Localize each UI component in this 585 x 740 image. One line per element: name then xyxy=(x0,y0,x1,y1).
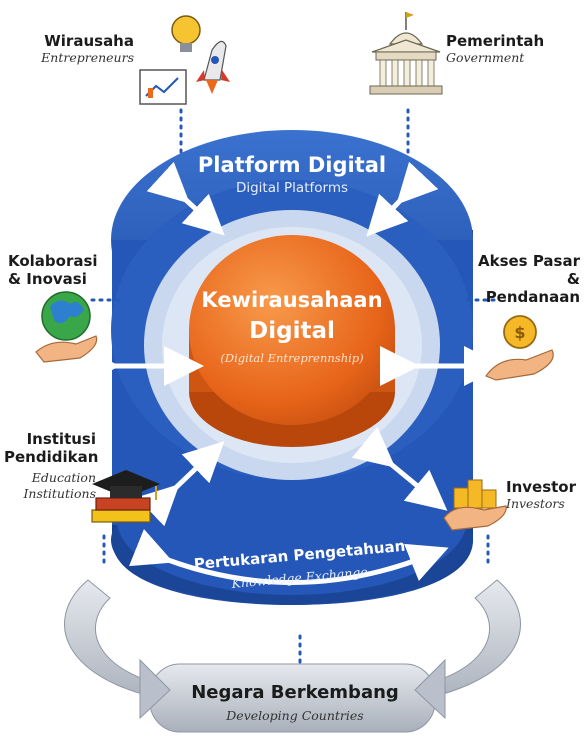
label-entrepreneurs: Wirausaha Entrepreneurs xyxy=(24,32,134,66)
arrow-top-right xyxy=(366,161,439,237)
center-title-line1: Kewirausahaan xyxy=(201,288,382,312)
lightbulb-rocket-icon xyxy=(139,15,230,105)
platform-subtitle: Digital Platforms xyxy=(236,180,348,196)
collaboration-title-line2: & Inovasi xyxy=(8,270,87,288)
entrepreneurs-title: Wirausaha xyxy=(44,32,134,50)
coin-hand-icon: $ xyxy=(485,315,554,381)
center-title-line2: Digital xyxy=(249,318,335,344)
market-title-line2: Pendanaan xyxy=(485,288,580,306)
education-title-line1: Institusi xyxy=(26,430,96,448)
dotted-connectors xyxy=(90,108,496,666)
education-subtitle-line2: Institutions xyxy=(23,486,96,501)
government-building-icon xyxy=(369,12,443,95)
label-investor: Investor Investors xyxy=(506,478,581,512)
label-market: Akses Pasar & Pendanaan xyxy=(460,252,580,306)
entrepreneurs-subtitle: Entrepreneurs xyxy=(41,50,134,65)
education-subtitle-line1: Education xyxy=(31,470,96,485)
label-collaboration: Kolaborasi & Inovasi xyxy=(8,252,118,288)
graduation-cap-books-icon xyxy=(91,470,160,523)
platform-title: Platform Digital xyxy=(198,153,386,177)
arrow-top-left xyxy=(146,161,225,236)
investor-title: Investor xyxy=(506,478,577,496)
globe-hand-icon xyxy=(35,291,98,363)
connector-arrows xyxy=(80,161,504,585)
base-title: Negara Berkembang xyxy=(191,682,399,703)
label-government: Pemerintah Government xyxy=(446,32,566,66)
education-title-line2: Pendidikan xyxy=(4,448,99,466)
center-disk xyxy=(189,235,395,447)
market-title-line1: Akses Pasar & xyxy=(478,252,580,288)
arrow-bottom-right xyxy=(351,426,448,511)
base-subtitle: Developing Countries xyxy=(225,708,363,723)
coins-hand-icon xyxy=(443,479,507,531)
label-education: Institusi Pendidikan Education Instituti… xyxy=(4,430,99,502)
collaboration-title-line1: Kolaborasi xyxy=(8,252,98,270)
investor-subtitle: Investors xyxy=(506,496,565,511)
svg-text:$: $ xyxy=(514,323,525,342)
base-cycle-ring xyxy=(64,579,521,733)
government-title: Pemerintah xyxy=(446,32,545,50)
arrow-knowledge-exchange xyxy=(128,528,449,585)
government-subtitle: Government xyxy=(446,50,525,65)
arrow-bottom-left xyxy=(136,441,225,527)
center-subtitle: (Digital Entreprennship) xyxy=(220,351,363,365)
